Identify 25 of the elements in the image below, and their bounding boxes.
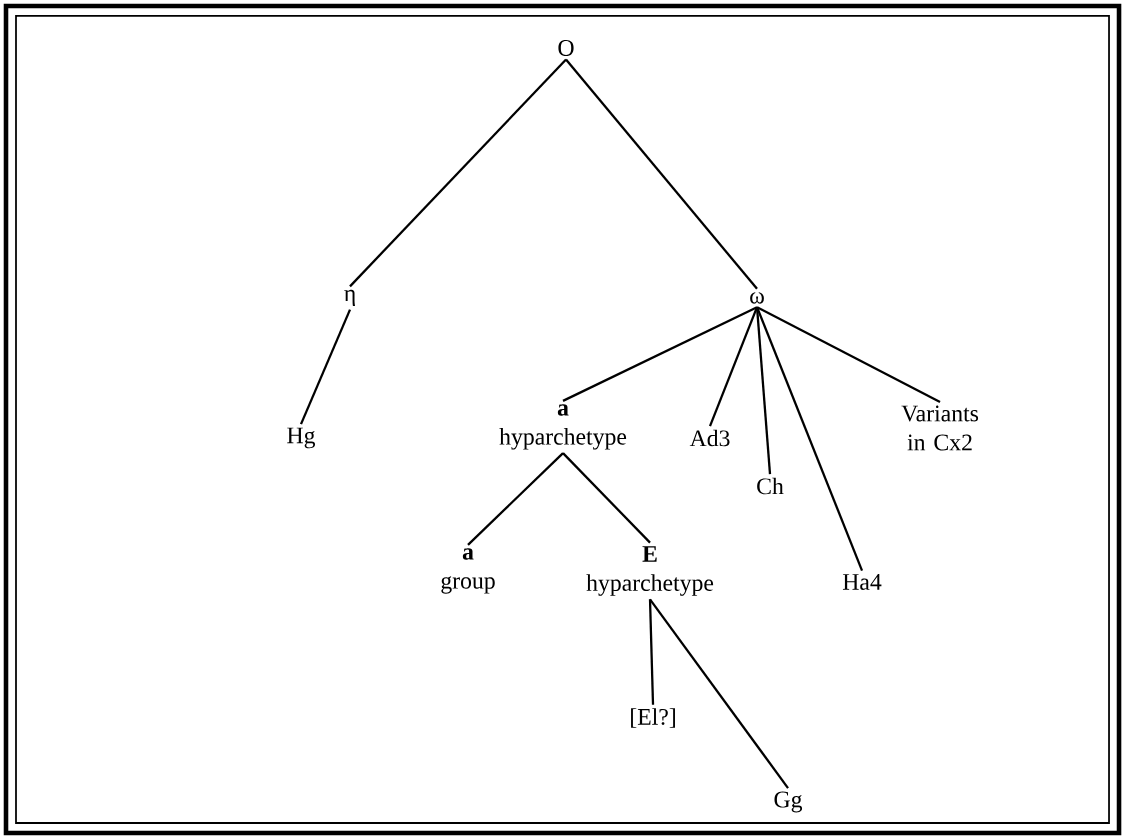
node-label: η [344, 289, 355, 307]
node-label: ω [750, 292, 764, 304]
node-label: Ad3 [689, 429, 730, 447]
node-label: E hyparchetype [586, 546, 714, 596]
node-label: Variants in Cx2 [901, 405, 979, 451]
tree-line [299, 309, 352, 425]
tree-line [755, 307, 772, 475]
node-label: Ch [757, 477, 784, 495]
tree-line [708, 306, 759, 427]
node-label: Hg [287, 427, 316, 449]
tree-line [756, 306, 941, 404]
node-label: O [558, 40, 574, 56]
tree-line [562, 306, 758, 402]
node-label: Gg [774, 791, 803, 813]
tree-line [565, 58, 758, 290]
tree-line [562, 452, 651, 544]
tree-line [649, 598, 789, 789]
tree-line [467, 452, 564, 546]
node-label: a group [441, 548, 495, 594]
tree-line [349, 58, 567, 288]
node-label: [El?] [631, 708, 675, 728]
tree-line [755, 306, 864, 571]
tree-line [648, 599, 655, 705]
node-label: Ha4 [842, 574, 882, 590]
node-label: a hyparchetype [499, 404, 627, 450]
